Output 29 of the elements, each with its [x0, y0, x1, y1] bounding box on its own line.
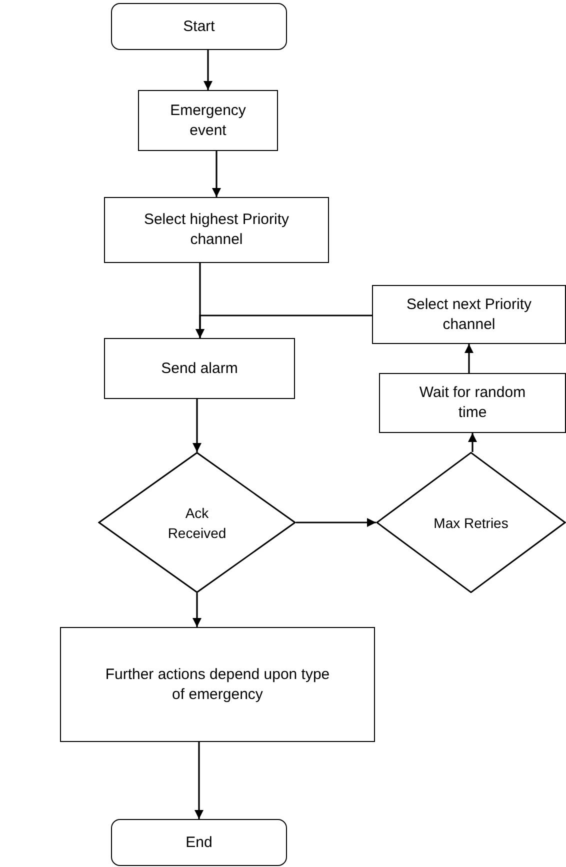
arrow — [204, 50, 212, 90]
arrow — [212, 151, 221, 197]
arrow — [196, 314, 372, 338]
terminal-box — [111, 3, 287, 50]
node-label: Select highest Priority channel — [142, 210, 290, 250]
node-label: End — [186, 832, 212, 852]
arrow — [194, 742, 204, 819]
process-box — [138, 90, 278, 151]
node-label: Max Retries — [434, 514, 508, 532]
terminal-box — [111, 819, 287, 866]
arrow — [192, 399, 202, 452]
node-label: Start — [183, 16, 215, 36]
node-label: Select next Priority channel — [405, 294, 533, 334]
node-label: Further actions depend upon type of emergency — [104, 664, 331, 704]
node-label: Emergency event — [169, 100, 247, 140]
decision-diamond — [98, 452, 296, 593]
node-label: Ack Received — [166, 504, 228, 542]
arrow — [464, 344, 474, 373]
process-box — [379, 373, 566, 433]
arrow — [468, 433, 477, 452]
node-label: Wait for random time — [418, 383, 527, 423]
process-box — [372, 285, 566, 344]
process-box — [60, 627, 375, 742]
process-box — [104, 338, 295, 399]
arrow — [296, 518, 376, 527]
decision-diamond — [376, 452, 566, 593]
node-label: Send alarm — [161, 358, 238, 378]
arrow — [192, 593, 202, 627]
process-box — [104, 197, 329, 263]
